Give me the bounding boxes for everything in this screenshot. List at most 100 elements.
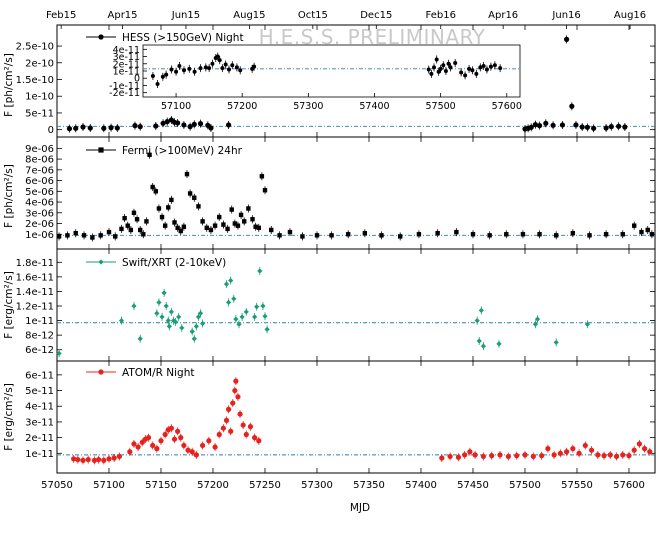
data-point [570, 230, 576, 236]
data-point [631, 447, 637, 453]
data-point [113, 234, 118, 239]
data-point [264, 326, 270, 332]
top-month-axis: Feb15 Apr15 Jun15 Aug15 Oct15 Dec15 Feb1… [46, 10, 646, 21]
data-point [250, 217, 255, 222]
data-point [579, 124, 585, 130]
data-point [329, 233, 334, 238]
data-point [154, 310, 160, 316]
inset-frame [142, 44, 521, 98]
data-point [553, 339, 559, 346]
data-point [116, 453, 122, 460]
data-point [455, 454, 462, 460]
x-tick-label: 57200 [197, 480, 229, 491]
data-point [204, 225, 209, 231]
x-tick-label: 57100 [93, 480, 125, 491]
inset-data-point [252, 64, 257, 69]
inset-x-tick-label: 57500 [426, 101, 456, 112]
inset-data-point [434, 57, 439, 62]
data-point [530, 453, 536, 460]
data-point [200, 320, 206, 327]
data-point [193, 452, 199, 458]
inset-y-tick-label: -1e-11 [109, 81, 140, 92]
inset-data-point [198, 66, 203, 71]
x-tick-label: 57500 [509, 480, 541, 491]
inset-data-point [207, 66, 212, 71]
inset-data-point [478, 65, 483, 70]
y-tick-label: 5e-11 [25, 386, 54, 397]
data-point [154, 446, 160, 452]
xlabel: MJD [350, 502, 370, 514]
data-point [636, 441, 643, 447]
data-point [73, 230, 78, 236]
data-point [132, 123, 138, 129]
ylabel-fermi: F [ph/cm²/s] [3, 164, 15, 228]
inset-data-point [234, 65, 239, 70]
inset-y-tick-label: 0 [134, 74, 140, 85]
data-point [287, 229, 293, 235]
data-point [314, 233, 320, 238]
data-point [470, 232, 476, 237]
data-point [260, 303, 266, 309]
data-point [150, 442, 156, 449]
data-point [165, 317, 171, 324]
data-point [603, 232, 609, 237]
month-label: Aug15 [233, 10, 265, 21]
data-point [398, 234, 403, 239]
data-point [181, 442, 187, 449]
data-point [87, 125, 93, 131]
inset-data-point [448, 65, 453, 70]
data-point [462, 452, 468, 458]
inset-data-point [187, 66, 192, 71]
x-tick-label: 57350 [353, 480, 385, 491]
data-point [489, 453, 495, 459]
data-point [232, 221, 238, 226]
inset-x-tick-label: 57600 [492, 101, 522, 112]
legend-marker [98, 34, 104, 40]
inset-data-point [436, 69, 441, 74]
y-tick-label: 1e-11 [25, 449, 54, 460]
inset-data-point [432, 65, 437, 70]
data-point [163, 303, 169, 309]
data-point [647, 449, 653, 455]
month-label: Aug16 [614, 10, 646, 21]
data-point [73, 125, 79, 131]
data-point [80, 124, 86, 130]
data-point [247, 424, 254, 430]
data-point [96, 456, 102, 463]
inset-data-point [169, 67, 174, 72]
data-point [584, 124, 591, 130]
data-point [178, 435, 184, 441]
data-point [156, 206, 162, 211]
x-tick-label: 57050 [41, 480, 73, 491]
data-point [639, 229, 644, 235]
data-point [71, 456, 77, 462]
data-point [212, 444, 218, 450]
data-point [573, 122, 579, 128]
data-point [632, 223, 637, 228]
data-point [622, 124, 628, 130]
inset-data-point [155, 82, 160, 86]
data-point [178, 228, 183, 234]
data-point [208, 125, 214, 131]
data-point [91, 457, 98, 463]
panel-hess: 05e-111e-101.5e-102e-102.5e-10-2e-11-1e-… [16, 24, 656, 138]
data-point [277, 233, 282, 238]
data-point [185, 447, 191, 453]
data-point [122, 215, 127, 221]
y-tick-label: 5e-06 [25, 187, 54, 198]
data-point [181, 224, 187, 229]
legend-atom: ATOM/R Night [122, 367, 195, 379]
data-point [231, 296, 237, 302]
data-point [108, 125, 114, 131]
data-point [252, 435, 258, 441]
data-point [159, 214, 165, 220]
y-tick-label: 1.4e-11 [16, 287, 54, 298]
x-tick-label: 57150 [145, 480, 177, 491]
y-tick-label: 2e-11 [25, 433, 54, 444]
data-point [111, 455, 117, 461]
month-label: Apr16 [488, 10, 518, 21]
data-point [164, 119, 170, 125]
inset-data-point [164, 72, 169, 77]
data-point [233, 316, 239, 322]
data-point [208, 227, 214, 233]
